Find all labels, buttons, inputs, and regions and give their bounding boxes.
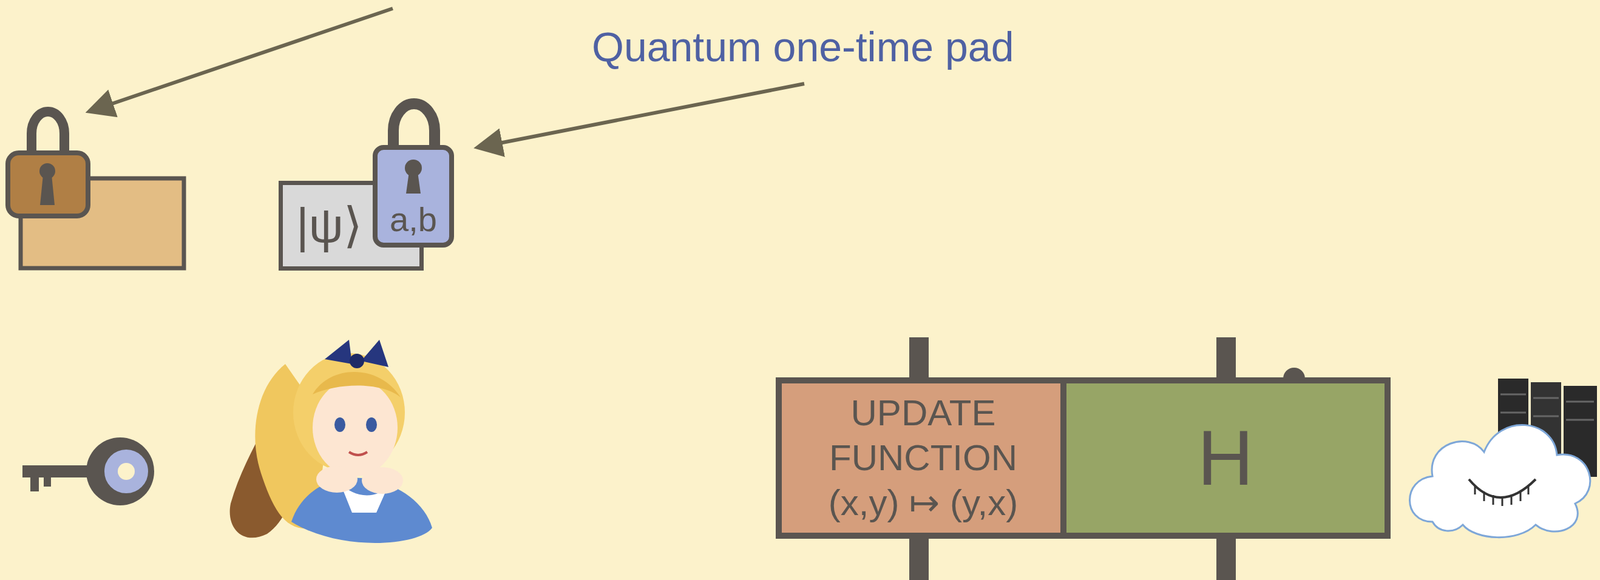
leader-arrow [92, 8, 393, 111]
node-text: UPDATE FUNCTION [793, 390, 1053, 481]
keyhole [40, 174, 55, 206]
lock-body [7, 152, 89, 217]
cloud-server-icon [1410, 378, 1598, 538]
lock-shackle [31, 111, 65, 157]
lock-box: a,b [372, 145, 455, 248]
node-text: |ψ⟩ [296, 197, 363, 254]
wire [1216, 536, 1236, 580]
leader-arrow [480, 83, 805, 147]
node-text: (x,y) ↦ (y,x) [828, 480, 1018, 526]
alice-illustration [230, 339, 433, 544]
wire [909, 536, 929, 580]
wire [909, 337, 929, 380]
node-text: H [1197, 413, 1254, 503]
gate-box: H [1060, 377, 1391, 539]
update-function-box: UPDATE FUNCTION(x,y) ↦ (y,x) [775, 377, 1071, 539]
lock-shackle [393, 103, 435, 149]
keyhole [401, 158, 426, 195]
wire [1216, 337, 1236, 380]
key-icon [22, 437, 155, 506]
callout-label: Quantum one-time pad [591, 23, 1015, 71]
node-text: a,b [389, 200, 438, 240]
